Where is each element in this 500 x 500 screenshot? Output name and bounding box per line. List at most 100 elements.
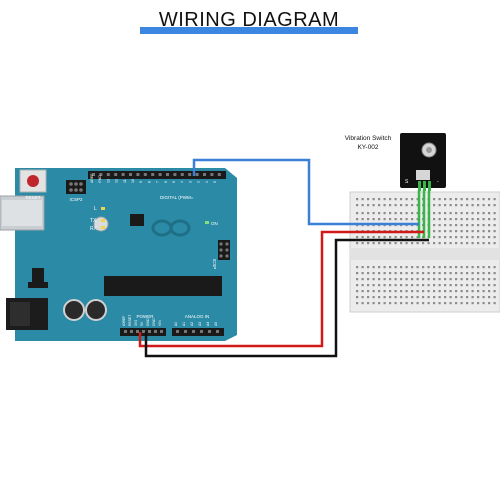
breadboard-hole (433, 278, 436, 281)
header-pin (195, 173, 199, 176)
breadboard-hole (449, 284, 452, 287)
breadboard-hole (427, 284, 430, 287)
breadboard-hole (361, 242, 364, 245)
vibration-sensor-module: S - (400, 133, 446, 191)
breadboard-hole (356, 204, 359, 207)
breadboard-hole (416, 272, 419, 275)
breadboard-hole (466, 302, 469, 305)
breadboard-hole (394, 302, 397, 305)
header-pin (176, 330, 179, 333)
breadboard-hole (394, 218, 397, 221)
icsp2-header (66, 180, 86, 194)
sensor-model-label: KY-002 (357, 144, 378, 151)
analog-pin-label: A4 (206, 322, 210, 326)
breadboard-hole (389, 242, 392, 245)
breadboard-hole (460, 212, 463, 215)
breadboard-hole (438, 204, 441, 207)
breadboard-hole (482, 284, 485, 287)
breadboard-hole (477, 236, 480, 239)
breadboard-hole (433, 290, 436, 293)
digital-header (88, 171, 226, 179)
breadboard-hole (394, 198, 397, 201)
arduino-logo-icon (151, 219, 191, 237)
breadboard-hole (378, 272, 381, 275)
icsp2-label: ICSP2 (69, 197, 83, 202)
breadboard-hole (416, 278, 419, 281)
breadboard-hole (416, 290, 419, 293)
breadboard-hole (460, 284, 463, 287)
breadboard-hole (438, 218, 441, 221)
breadboard-hole (455, 284, 458, 287)
breadboard-hole (367, 242, 370, 245)
breadboard-hole (383, 290, 386, 293)
breadboard-hole (438, 266, 441, 269)
breadboard-hole (449, 230, 452, 233)
breadboard-hole (356, 302, 359, 305)
breadboard-hole (433, 212, 436, 215)
breadboard-hole (433, 266, 436, 269)
breadboard-hole (394, 284, 397, 287)
breadboard-hole (405, 242, 408, 245)
breadboard-hole (361, 290, 364, 293)
breadboard-hole (422, 302, 425, 305)
breadboard-hole (433, 272, 436, 275)
breadboard-hole (405, 284, 408, 287)
header-pin (129, 173, 132, 176)
capacitor-1 (63, 299, 85, 321)
breadboard-hole (389, 198, 392, 201)
breadboard-hole (493, 204, 496, 207)
breadboard-hole (361, 204, 364, 207)
breadboard-hole (488, 296, 491, 299)
breadboard-hole (455, 212, 458, 215)
breadboard-hole (455, 224, 458, 227)
breadboard-hole (449, 236, 452, 239)
breadboard-hole (422, 272, 425, 275)
power-label: POWER (136, 314, 154, 319)
breadboard-hole (488, 224, 491, 227)
breadboard-hole (455, 236, 458, 239)
header-pin (173, 173, 177, 176)
breadboard-hole (400, 302, 403, 305)
breadboard-hole (460, 296, 463, 299)
breadboard-hole (466, 224, 469, 227)
breadboard-hole (389, 218, 392, 221)
breadboard-hole (493, 266, 496, 269)
breadboard-hole (460, 302, 463, 305)
breadboard-hole (477, 212, 480, 215)
breadboard-hole (477, 284, 480, 287)
breadboard-hole (383, 278, 386, 281)
breadboard-hole (444, 224, 447, 227)
breadboard-hole (482, 236, 485, 239)
breadboard-hole (383, 302, 386, 305)
breadboard-hole (411, 236, 414, 239)
breadboard-hole (444, 198, 447, 201)
breadboard-hole (466, 212, 469, 215)
breadboard-hole (449, 302, 452, 305)
breadboard-hole (471, 278, 474, 281)
breadboard-hole (372, 218, 375, 221)
breadboard-hole (455, 242, 458, 245)
header-pin (148, 330, 151, 333)
breadboard-hole (471, 272, 474, 275)
breadboard-hole (471, 284, 474, 287)
breadboard-hole (477, 302, 480, 305)
breadboard-hole (400, 278, 403, 281)
breadboard-hole (361, 266, 364, 269)
breadboard-hole (400, 290, 403, 293)
breadboard-hole (383, 284, 386, 287)
breadboard-hole (444, 212, 447, 215)
breadboard-hole (389, 266, 392, 269)
breadboard-hole (372, 290, 375, 293)
breadboard-hole (411, 296, 414, 299)
digital-pin-label: 3 (188, 181, 192, 183)
breadboard-hole (444, 302, 447, 305)
header-pin (203, 173, 206, 176)
digital-pin-label: 6 (164, 181, 168, 183)
breadboard-hole (405, 198, 408, 201)
digital-pin-label: 0 (213, 181, 217, 183)
analog-pin-label: A2 (190, 322, 194, 326)
breadboard-hole (471, 266, 474, 269)
breadboard-hole (471, 204, 474, 207)
